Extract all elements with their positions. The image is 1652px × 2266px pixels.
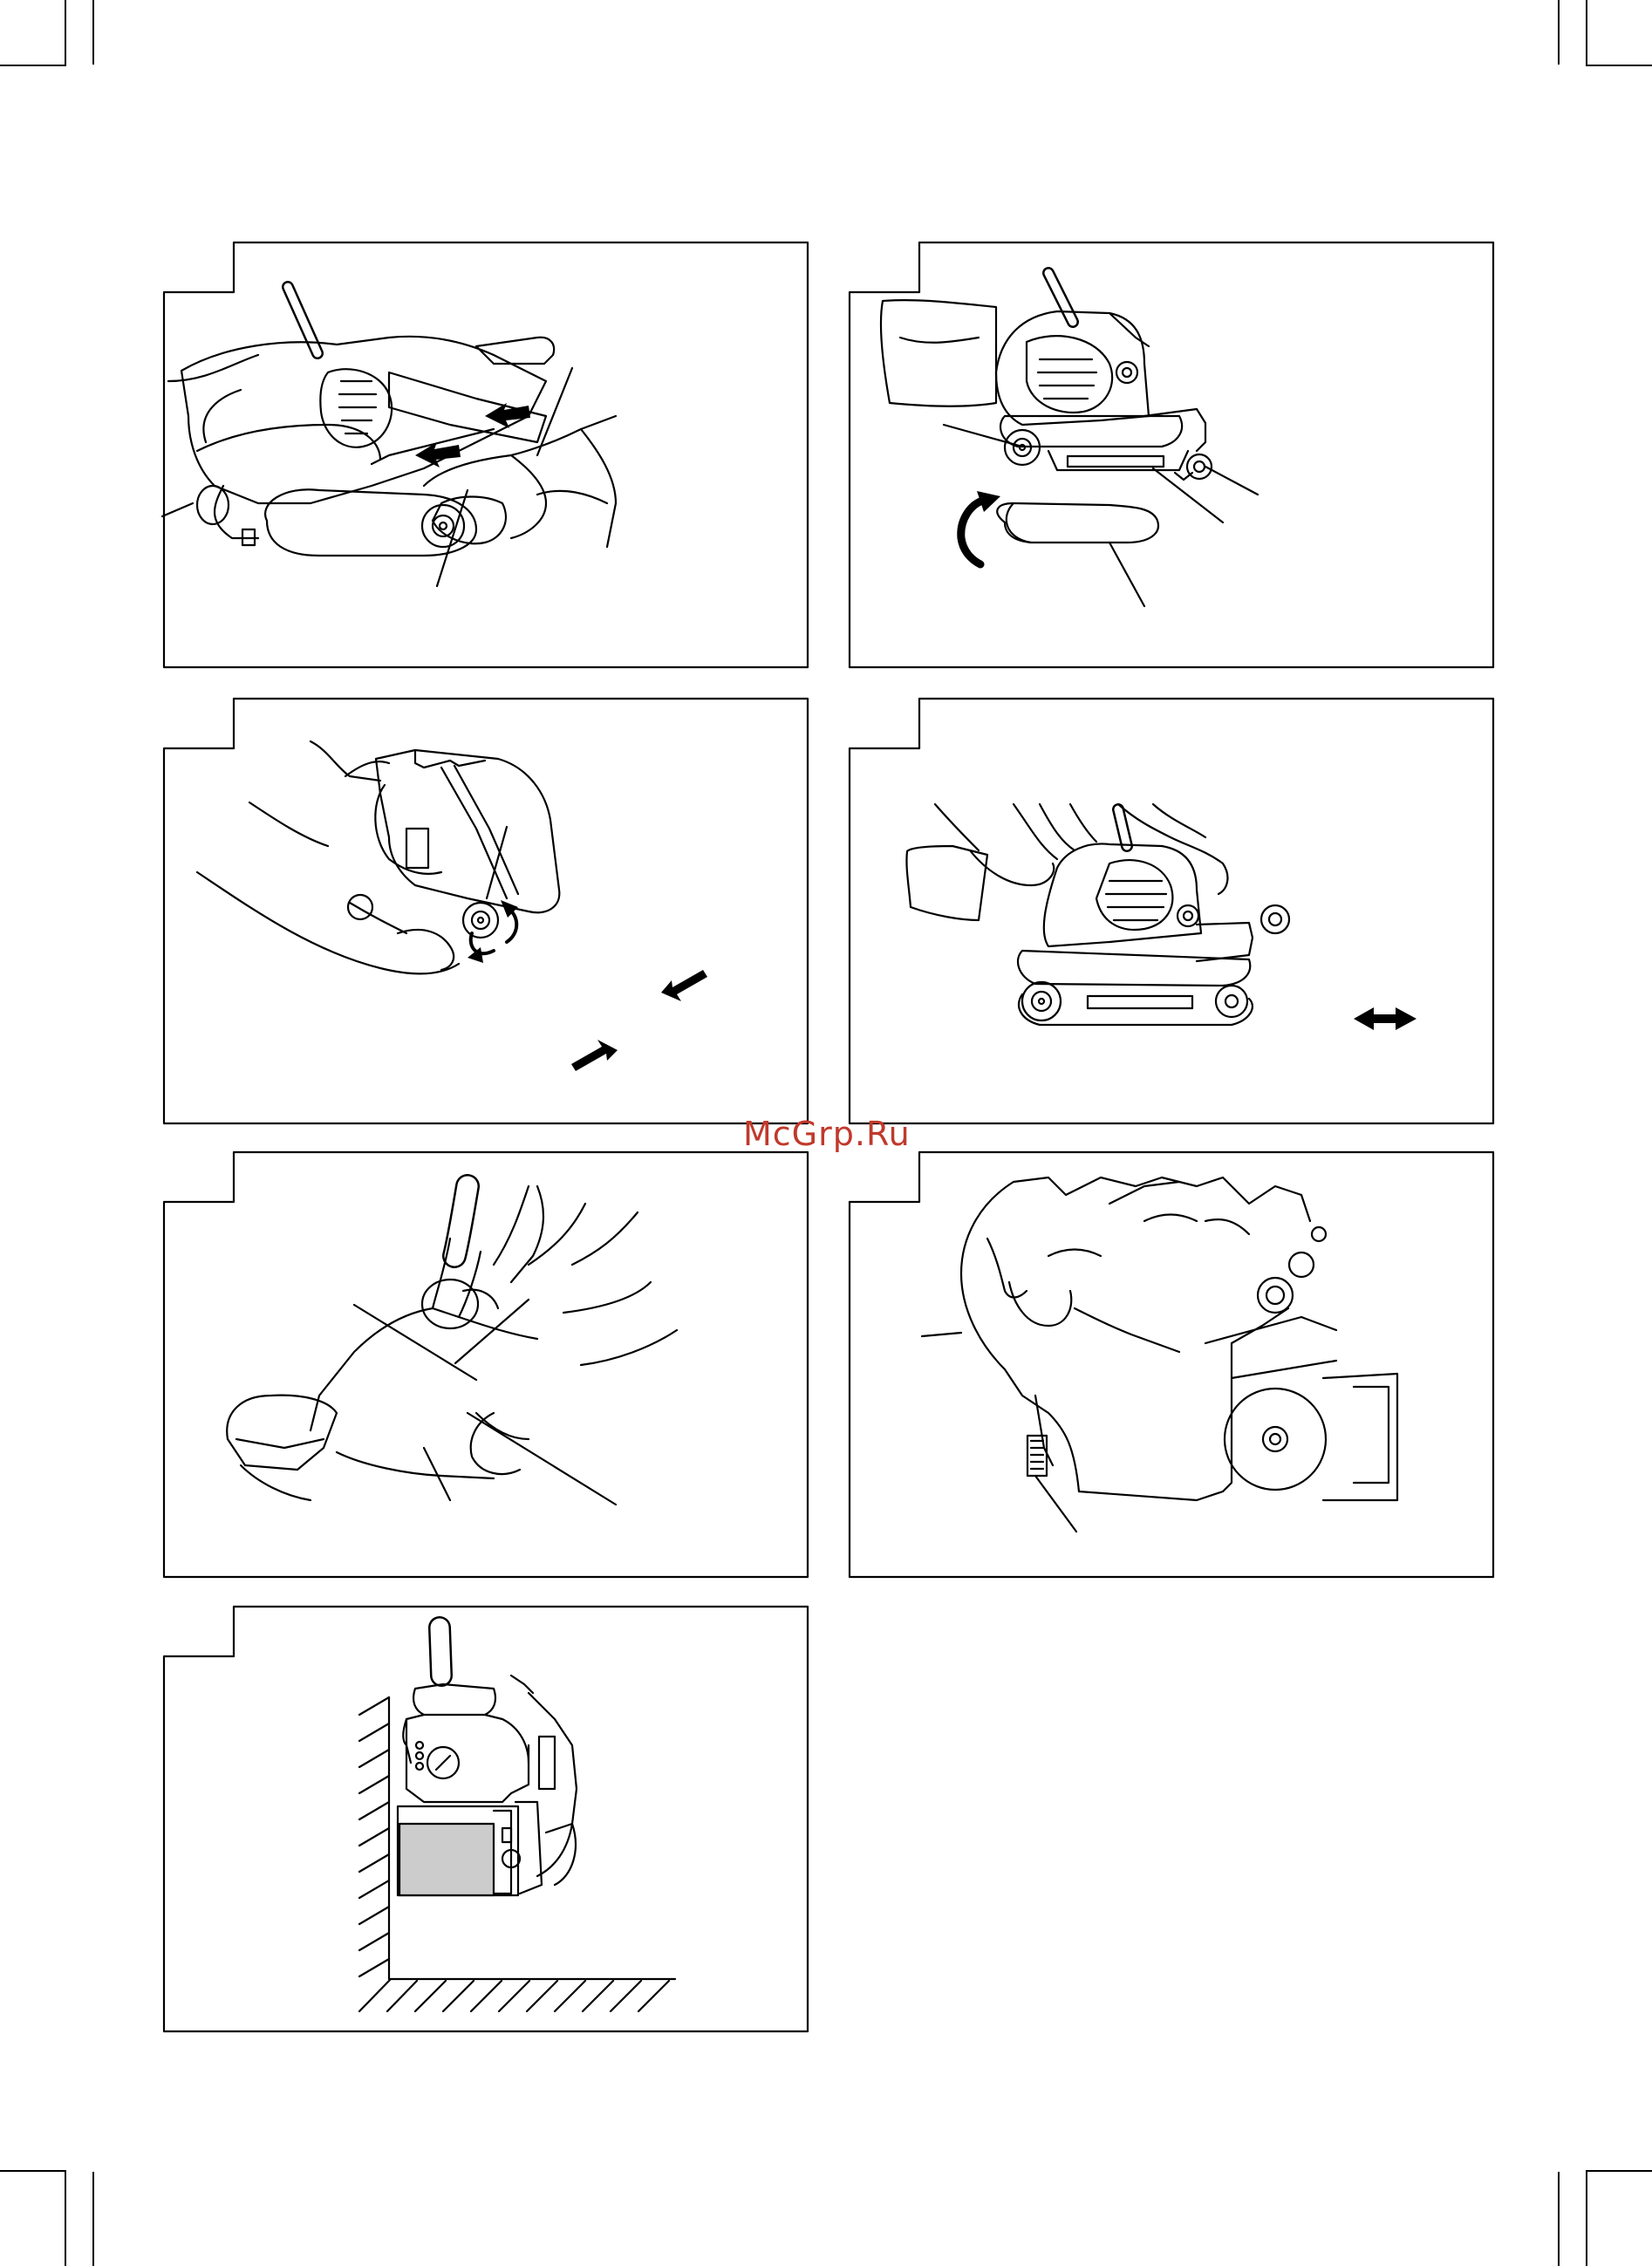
figure-frame (164, 1607, 808, 2031)
leader-line (1035, 1476, 1076, 1532)
curved-arrow-icon (961, 500, 986, 564)
figure-5 (162, 1151, 809, 1579)
hand-illustration (935, 804, 1289, 933)
crop-mark (92, 2172, 94, 2266)
hand-illustration (197, 741, 459, 973)
hand-illustration (168, 355, 616, 547)
figure-6 (848, 1151, 1495, 1579)
dust-bag-illustration (881, 300, 996, 406)
crop-mark (1586, 65, 1652, 66)
double-arrow-icon (1354, 1007, 1416, 1030)
crop-mark (0, 2170, 66, 2172)
figure-frame (164, 699, 808, 1123)
figure-frame (850, 699, 1493, 1123)
figure-frame (164, 1152, 808, 1577)
belt-sander-illustration (1018, 809, 1253, 1025)
crop-mark (65, 2172, 66, 2266)
crop-mark (1558, 2172, 1560, 2266)
dust-bag-illustration (227, 1396, 337, 1500)
crop-mark (65, 0, 66, 65)
leader-line (922, 1333, 961, 1336)
floor-hatching (359, 1979, 675, 2011)
sanding-belt-illustration (997, 503, 1158, 543)
leader-line (1205, 467, 1258, 495)
figure-frame (164, 242, 808, 667)
leader-line (468, 1413, 616, 1505)
crop-mark (92, 0, 94, 65)
crop-mark (0, 65, 66, 66)
leader-line (1109, 543, 1144, 606)
leader-line (162, 503, 193, 516)
figure-frame (850, 1152, 1493, 1577)
leader-line (455, 1300, 529, 1363)
crop-mark (1558, 0, 1560, 65)
sanding-pad (399, 1824, 494, 1895)
figure-frame (850, 242, 1493, 667)
watermark-text: McGrp.Ru (743, 1115, 911, 1153)
crop-mark (1586, 2172, 1587, 2266)
leader-line (537, 368, 572, 455)
figure-3 (162, 698, 809, 1125)
belt-sander-illustration (348, 750, 559, 938)
arrow-icon (571, 970, 707, 1071)
figure-4 (848, 698, 1495, 1125)
figure-1 (162, 242, 809, 669)
figure-2 (848, 242, 1495, 669)
belt-sander-illustration (996, 273, 1212, 480)
crop-mark (1586, 2170, 1652, 2172)
wall-hatching (359, 1697, 389, 1979)
figure-7 (162, 1606, 809, 2033)
crop-mark (1586, 0, 1587, 65)
belt-sander-illustration (398, 1628, 577, 1895)
